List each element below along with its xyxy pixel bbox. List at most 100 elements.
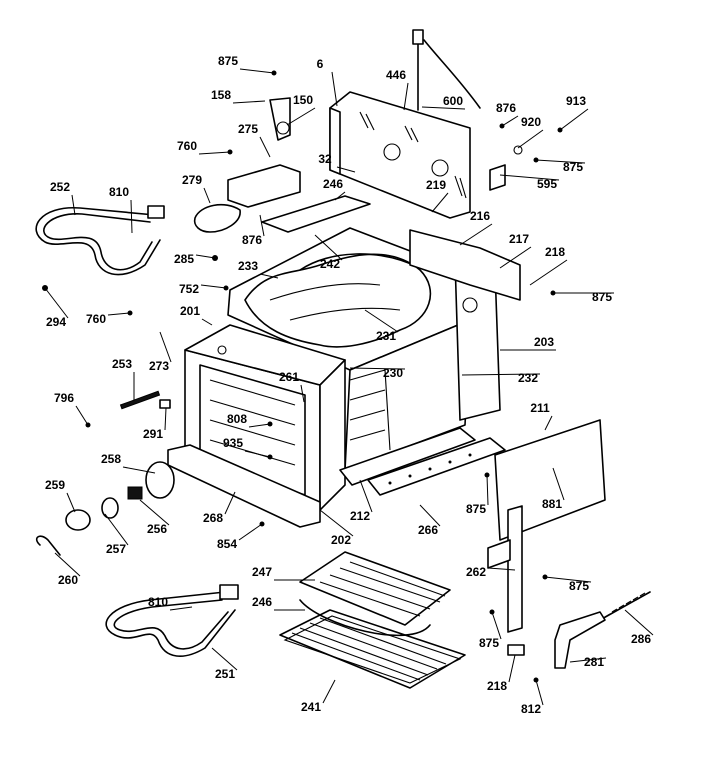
part-label-p881: 881 [542, 497, 562, 511]
part-label-p217: 217 [509, 232, 529, 246]
leader-p935 [244, 450, 271, 458]
baffle [193, 203, 241, 233]
callout-leaders [44, 68, 654, 706]
leader-p876b [259, 214, 265, 237]
part-label-p246b: 246 [252, 595, 272, 609]
part-label-p810b: 810 [148, 595, 168, 609]
leader-p201 [201, 318, 213, 326]
part-label-p32: 32 [318, 152, 332, 166]
leader-p796 [75, 405, 89, 426]
leader-p233 [259, 273, 279, 279]
part-label-p218b: 218 [487, 679, 507, 693]
part-label-p257: 257 [106, 542, 126, 556]
part-label-p796: 796 [54, 391, 74, 405]
part-label-p231: 231 [376, 329, 396, 343]
leader-p446 [403, 82, 409, 111]
leader-p218 [529, 259, 568, 286]
part-label-p913: 913 [566, 94, 586, 108]
part-label-p211: 211 [530, 401, 550, 415]
part-label-p760b: 760 [86, 312, 106, 326]
leader-p294 [44, 287, 69, 319]
part-label-p258: 258 [101, 452, 121, 466]
leader-p258 [122, 466, 156, 474]
oven-top-assembly [227, 97, 371, 233]
part-label-p812: 812 [521, 702, 541, 716]
oven-rack [279, 609, 466, 689]
part-label-p875f: 875 [479, 636, 499, 650]
leader-p241 [322, 679, 336, 704]
bottom-trim [167, 427, 506, 528]
leader-p260 [54, 552, 81, 577]
leader-p808 [248, 423, 271, 428]
leader-p268 [224, 491, 236, 515]
part-label-p875c: 875 [592, 290, 612, 304]
part-label-p158: 158 [211, 88, 231, 102]
part-label-p446: 446 [386, 68, 406, 82]
part-label-p247: 247 [252, 565, 272, 579]
part-label-p259: 259 [45, 478, 65, 492]
part-label-p810a: 810 [109, 185, 129, 199]
part-label-p273: 273 [149, 359, 169, 373]
leader-p875d [486, 474, 489, 506]
part-label-p150: 150 [293, 93, 313, 107]
control-panel-assembly [329, 29, 523, 219]
leader-p760b [107, 312, 131, 316]
part-label-p230: 230 [383, 366, 403, 380]
leader-p854 [238, 523, 263, 541]
part-label-p600: 600 [443, 94, 463, 108]
leader-p219 [431, 192, 449, 213]
leader-p920 [517, 129, 544, 149]
leader-p279 [203, 187, 211, 204]
leader-p600 [421, 106, 466, 110]
part-label-p218: 218 [545, 245, 565, 259]
leader-p232 [461, 373, 541, 376]
leader-p273 [159, 331, 172, 363]
broiler-pan [299, 551, 451, 637]
leader-p218b [508, 654, 516, 683]
part-label-p875e: 875 [569, 579, 589, 593]
part-label-p281: 281 [584, 655, 604, 669]
leader-p752 [200, 284, 227, 289]
leader-p812 [535, 679, 544, 706]
leader-p211 [544, 415, 553, 431]
part-label-p241: 241 [301, 700, 321, 714]
part-label-p6: 6 [317, 57, 324, 71]
part-label-p266: 266 [418, 523, 438, 537]
leader-p881 [552, 467, 565, 501]
part-label-p876a: 876 [496, 101, 516, 115]
leader-p252 [71, 194, 76, 216]
broil-element [35, 205, 165, 276]
part-label-p294: 294 [46, 315, 66, 329]
leader-p261 [300, 384, 305, 403]
part-label-p203: 203 [534, 335, 554, 349]
leader-p231 [364, 309, 399, 333]
leader-p216 [459, 223, 493, 246]
part-label-p232: 232 [518, 371, 538, 385]
part-label-p752: 752 [179, 282, 199, 296]
part-label-p808: 808 [227, 412, 247, 426]
part-label-p760a: 760 [177, 139, 197, 153]
part-label-p246: 246 [323, 177, 343, 191]
part-label-p262: 262 [466, 565, 486, 579]
part-label-p875a: 875 [218, 54, 238, 68]
part-label-p875b: 875 [563, 160, 583, 174]
part-label-p219: 219 [426, 178, 446, 192]
part-label-p253: 253 [112, 357, 132, 371]
leader-p257 [104, 513, 129, 546]
leader-p259 [66, 492, 76, 513]
part-label-p201: 201 [180, 304, 200, 318]
part-label-p285: 285 [174, 252, 194, 266]
part-label-p286: 286 [631, 632, 651, 646]
part-label-p291: 291 [143, 427, 163, 441]
leader-p212 [359, 479, 373, 513]
leader-p202 [319, 509, 354, 537]
leader-p875f [491, 611, 502, 640]
part-label-p279: 279 [182, 173, 202, 187]
part-label-p275: 275 [238, 122, 258, 136]
part-label-p920: 920 [521, 115, 541, 129]
part-label-p261: 261 [279, 370, 299, 384]
leader-p810a [130, 199, 133, 234]
leader-p230 [349, 367, 406, 370]
